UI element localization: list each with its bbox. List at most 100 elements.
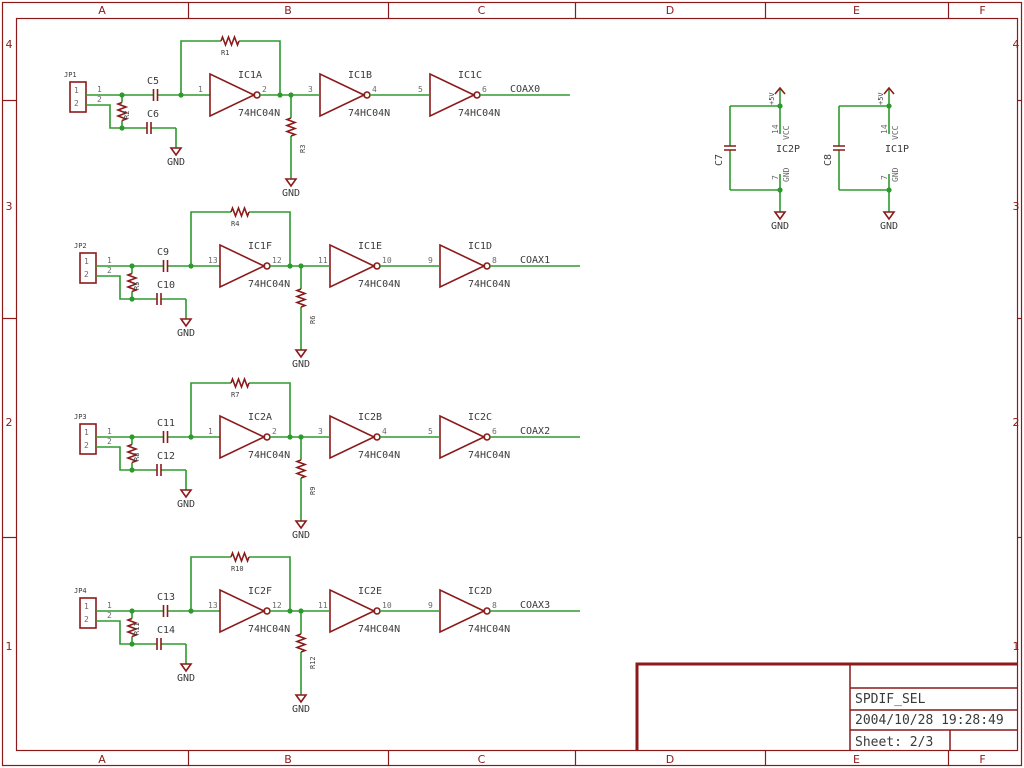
jumper-lead-1-pin: 1 — [107, 427, 112, 436]
shunt-cap-name: C12 — [157, 451, 175, 462]
column-label-bottom: F — [979, 753, 985, 766]
wire-junction — [886, 187, 892, 193]
ground-return-wire — [86, 104, 122, 129]
shunt-resistor-name: R2 — [123, 111, 131, 119]
ground-symbol — [294, 520, 308, 530]
capacitor-plates — [162, 260, 169, 272]
output-net-label: COAX1 — [520, 255, 550, 266]
gnd-pin-number: 7 — [771, 175, 780, 180]
jumper-pin-1: 1 — [84, 428, 89, 437]
resistor-body — [294, 459, 308, 479]
vcc-pin-label: VCC — [891, 125, 900, 140]
inverter-value: 74HC04N — [468, 450, 510, 461]
gate-in-pin: 3 — [318, 427, 323, 436]
output-net-label: COAX3 — [520, 600, 550, 611]
pulldown-resistor-name: R12 — [309, 656, 317, 669]
inverter-value: 74HC04N — [468, 279, 510, 290]
feedback-wire-left — [190, 211, 223, 266]
gate-in-pin: 11 — [318, 256, 328, 265]
column-label-top: C — [478, 4, 486, 17]
inverter-value: 74HC04N — [248, 279, 290, 290]
channel-2: JP31212R8GNDC12C111IC2A74HC04N2IC2B74HC0… — [74, 376, 580, 541]
jumper-name: JP3 — [74, 413, 87, 421]
pulldown-resistor-name: R6 — [309, 316, 317, 324]
capacitor-plates — [156, 464, 162, 476]
ground-symbol — [773, 211, 787, 221]
ground-symbol — [284, 178, 298, 188]
inverter-value: 74HC04N — [248, 450, 290, 461]
gate-out-pin: 6 — [482, 85, 487, 94]
series-cap-name: C13 — [157, 592, 175, 603]
ground-symbol — [179, 663, 193, 673]
inverter-value: 74HC04N — [238, 108, 280, 119]
supply-arrow — [774, 86, 786, 95]
column-label-top: E — [853, 4, 860, 17]
wire-junction — [287, 434, 293, 440]
feedback-wire-left — [190, 556, 223, 611]
series-cap-name: C5 — [147, 76, 159, 87]
column-label-bottom: A — [98, 753, 106, 766]
decoupling-cap-name: C7 — [714, 154, 725, 166]
jumper-body — [79, 423, 97, 455]
title-block-title: SPDIF_SEL — [855, 692, 926, 707]
ground-label: GND — [292, 359, 310, 370]
gate-out-pin: 10 — [382, 256, 392, 265]
supply-arrow — [883, 86, 895, 95]
ground-label: GND — [282, 188, 300, 199]
ground-label: GND — [880, 221, 898, 232]
gate-1-in-pin: 13 — [208, 256, 218, 265]
ground-label: GND — [292, 704, 310, 715]
title-block-sheet: Sheet: 2/3 — [855, 735, 933, 750]
power-unit-name: IC2P — [776, 144, 800, 155]
ground-return-wire — [96, 275, 132, 300]
jumper-lead-1-pin: 1 — [107, 256, 112, 265]
decoupling-cap-name: C8 — [823, 154, 834, 166]
gate-out-pin: 4 — [382, 427, 387, 436]
resistor-body — [220, 34, 240, 48]
jumper-lead-2-pin: 2 — [97, 95, 102, 104]
output-net-label: COAX0 — [510, 84, 540, 95]
channels: JP11212R2GNDC6C51IC1A74HC04N2IC1B74HC04N… — [64, 34, 580, 715]
gate-out-pin: 4 — [372, 85, 377, 94]
ground-label: GND — [292, 530, 310, 541]
inverter-value: 74HC04N — [358, 279, 400, 290]
resistor-body — [284, 117, 298, 137]
inverter-name: IC1C — [458, 70, 482, 81]
shunt-cap-name: C14 — [157, 625, 175, 636]
inverter-value: 74HC04N — [248, 624, 290, 635]
ground-symbol — [179, 318, 193, 328]
jumper-name: JP4 — [74, 587, 87, 595]
row-label-right: 3 — [1013, 200, 1020, 213]
jumper-pin-2: 2 — [74, 99, 79, 108]
jumper-pin-2: 2 — [84, 615, 89, 624]
inverter-value: 74HC04N — [348, 108, 390, 119]
jumper-lead-2-pin: 2 — [107, 611, 112, 620]
ground-label: GND — [177, 328, 195, 339]
feedback-wire-left — [190, 382, 223, 437]
column-label-bottom: E — [853, 753, 860, 766]
inverter-symbol — [209, 72, 256, 118]
wire-junction — [287, 263, 293, 269]
supply-label: +5V — [768, 92, 776, 105]
row-label-right: 4 — [1013, 38, 1020, 51]
ground-return-wire — [96, 446, 132, 471]
title-block-datetime: 2004/10/28 19:28:49 — [855, 713, 1004, 728]
shunt-cap-name: C6 — [147, 109, 159, 120]
jumper-name: JP1 — [64, 71, 77, 79]
gate-out-pin: 2 — [272, 427, 277, 436]
inverter-name: IC2F — [248, 586, 272, 597]
feedback-resistor-name: R10 — [231, 565, 244, 573]
wire-junction — [277, 92, 283, 98]
vcc-pin-label: VCC — [782, 125, 791, 140]
feedback-wire-left — [180, 40, 213, 95]
power-unit-name: IC1P — [885, 144, 909, 155]
jumper-pin-2: 2 — [84, 270, 89, 279]
inverter-name: IC1D — [468, 241, 492, 252]
inverter-name: IC1B — [348, 70, 372, 81]
feedback-resistor-name: R7 — [231, 391, 239, 399]
capacitor-plates — [152, 89, 159, 101]
